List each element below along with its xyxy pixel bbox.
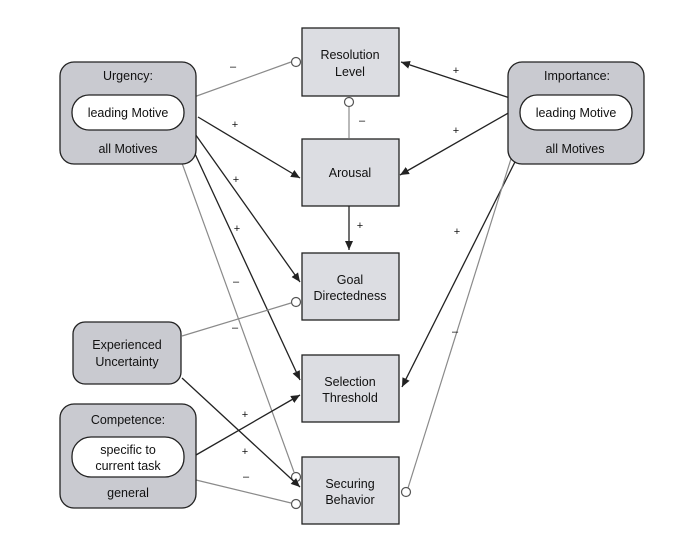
goal-directedness-line-2: Directedness [314,289,387,303]
edge-uncertainty-goal [181,302,292,337]
edge-importance-selection [401,127,533,388]
edge-competence-securing [195,479,292,504]
edge-importance-resolution [400,61,523,103]
resolution-level-line-1: Resolution [320,48,379,62]
sign-competence-selection: + [242,409,248,421]
experienced-uncertainty-line-1: Experienced [92,338,162,352]
resolution-level-node: Resolution Level [301,27,400,97]
competence-specific-line-1: specific to [100,443,156,457]
sign-urgency-securing: – [233,276,240,288]
connections [169,56,533,510]
urgency-title: Urgency: [103,69,153,83]
inhibit-marker [290,296,302,308]
edge-importance-arousal [399,111,511,176]
urgency-leading-motive-label: leading Motive [88,106,169,120]
sign-uncertainty-goal: – [232,322,239,334]
sign-arousal-goal: + [357,220,363,232]
importance-footer: all Motives [545,142,604,156]
selection-threshold-node: Selection Threshold [301,354,400,423]
selection-threshold-line-2: Threshold [322,391,378,405]
competence-title: Competence: [91,413,165,427]
urgency-footer: all Motives [98,142,157,156]
sign-urgency-goal: + [233,174,239,186]
sign-importance-arousal: + [453,125,459,137]
inhibit-marker [400,486,412,498]
goal-directedness-line-1: Goal [337,273,363,287]
sign-importance-resolution: + [453,65,459,77]
urgency-leading-motive-pill [71,94,185,131]
securing-behavior-line-1: Securing [325,477,374,491]
competence-footer: general [107,486,149,500]
arousal-node: Arousal [301,138,400,207]
sign-urgency-selection: + [234,223,240,235]
importance-title: Importance: [544,69,610,83]
experienced-uncertainty-line-2: Uncertainty [95,355,159,369]
edge-competence-selection [195,394,301,456]
sign-urgency-resolution: – [230,61,237,73]
edge-urgency-resolution [179,61,292,103]
competence-specific-line-2: current task [95,459,161,473]
goal-directedness-node: Goal Directedness [301,252,400,321]
inhibit-marker [290,498,302,510]
edge-urgency-goal [187,123,301,283]
edge-urgency-arousal [197,116,301,179]
sign-arousal-resolution: – [359,115,366,127]
securing-behavior-node: Securing Behavior [301,456,400,525]
importance-leading-motive-pill [519,94,633,131]
selection-threshold-line-1: Selection [324,375,375,389]
edge-urgency-selection [182,127,301,381]
securing-behavior-line-2: Behavior [325,493,374,507]
importance-leading-motive-label: leading Motive [536,106,617,120]
competence-group: Competence: specific to current task gen… [59,403,197,509]
urgency-group: Urgency: leading Motive all Motives [59,61,197,165]
arousal-label: Arousal [329,166,371,180]
experienced-uncertainty-node: Experienced Uncertainty [72,321,182,385]
sign-urgency-arousal: + [232,119,238,131]
edge-urgency-securing [169,129,295,473]
edge-signs: – + – + + + + + – + – – + + – [230,61,460,483]
competence-specific-pill [71,436,185,478]
resolution-level-line-2: Level [335,65,365,79]
sign-uncertainty-securing: + [242,446,248,458]
sign-competence-securing: – [243,471,250,483]
inhibit-marker [343,96,355,108]
edge-importance-securing [407,129,521,489]
importance-group: Importance: leading Motive all Motives [507,61,645,165]
edge-uncertainty-securing [181,377,301,488]
sign-importance-selection: + [454,226,460,238]
sign-importance-securing: – [452,326,459,338]
inhibit-marker [290,56,302,68]
